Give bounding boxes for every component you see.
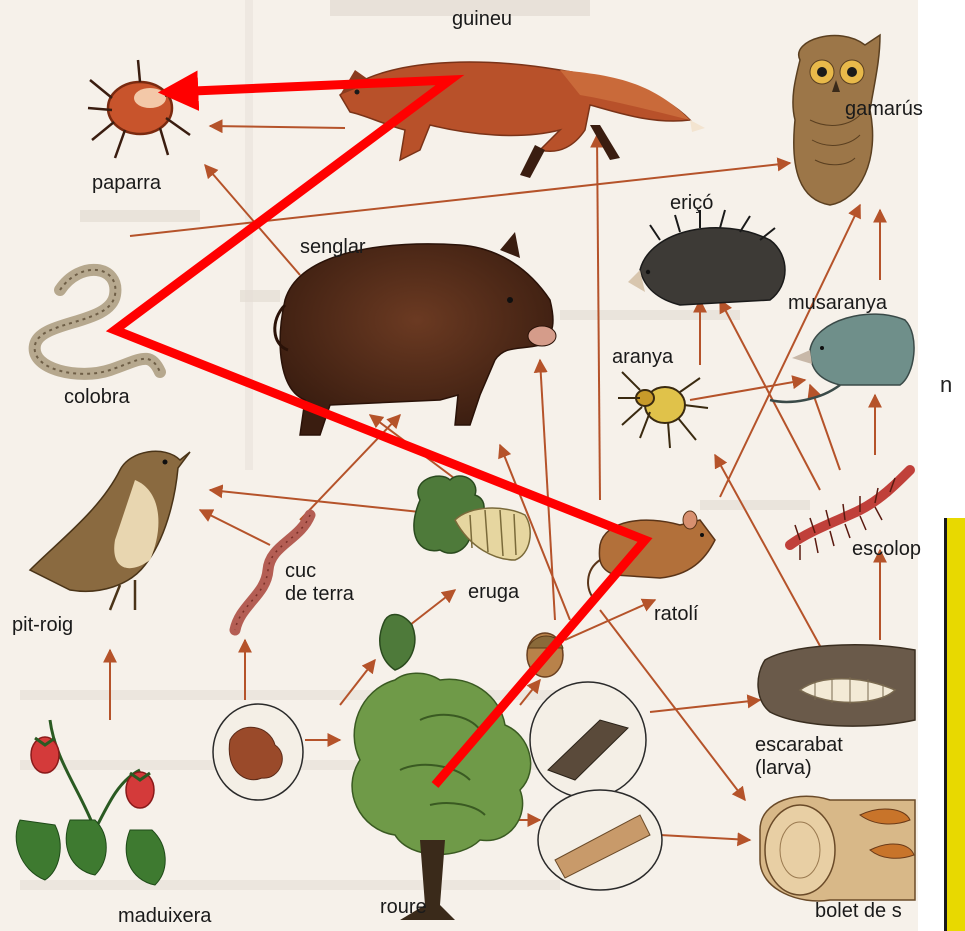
label-escarabat-line1: escarabat [755, 734, 843, 757]
arrow-escarabat-aranya [715, 455, 825, 655]
arrow-fulla-eruga [410, 590, 455, 625]
label-pit-roig: pit-roig [12, 614, 73, 637]
snake-illustration [35, 270, 160, 374]
label-cuc-line2: de terra [285, 583, 354, 606]
oak-leaf-illustration [380, 615, 415, 670]
label-colobra: colobra [64, 386, 130, 409]
arrow-gla-senglar [540, 360, 555, 620]
label-paparra: paparra [92, 172, 161, 195]
hedgehog-illustration [628, 210, 785, 305]
label-gamarus: gamarús [845, 98, 923, 121]
thrush-illustration [30, 451, 190, 610]
edge-text: n [940, 372, 952, 398]
label-aranya: aranya [612, 346, 673, 369]
label-bolet: bolet de s [815, 900, 902, 923]
beetle-larva-illustration [758, 645, 915, 726]
highlighted-food-chain [115, 80, 645, 785]
label-erico: eriçó [670, 192, 713, 215]
adjacent-page-edge [944, 518, 965, 931]
label-maduixera: maduixera [118, 905, 211, 928]
label-cuc-de-terra: cuc de terra [285, 560, 354, 606]
spider-illustration [618, 372, 708, 448]
label-escolop: escolop [852, 538, 921, 561]
label-eruga: eruga [468, 581, 519, 604]
arrow-fusta-escarabat [650, 700, 760, 712]
tick-illustration [88, 60, 190, 158]
label-escarabat-line2: (larva) [755, 757, 843, 780]
label-guineu: guineu [452, 8, 512, 31]
label-roure: roure [380, 896, 427, 919]
strawberry-plant-illustration [16, 720, 165, 885]
log-fungus-illustration [760, 796, 915, 901]
arrow-cuc-pitroig [200, 510, 270, 545]
boar-illustration [275, 232, 556, 435]
label-ratoli: ratolí [654, 603, 698, 626]
arrow-eruga-pitroig [210, 490, 420, 512]
label-musaranya: musaranya [788, 292, 887, 315]
arrow-aranya-musaranya [690, 380, 805, 400]
red-chain-path [115, 80, 645, 785]
shrew-illustration [770, 314, 914, 402]
label-senglar: senglar [300, 236, 366, 259]
label-escarabat-larva: escarabat (larva) [755, 734, 843, 780]
arrow-tronc-bolet [660, 835, 750, 840]
arrow-guineu-paparra [210, 126, 345, 128]
arrow-escolop-erico [720, 300, 820, 490]
label-cuc-line1: cuc [285, 560, 354, 583]
